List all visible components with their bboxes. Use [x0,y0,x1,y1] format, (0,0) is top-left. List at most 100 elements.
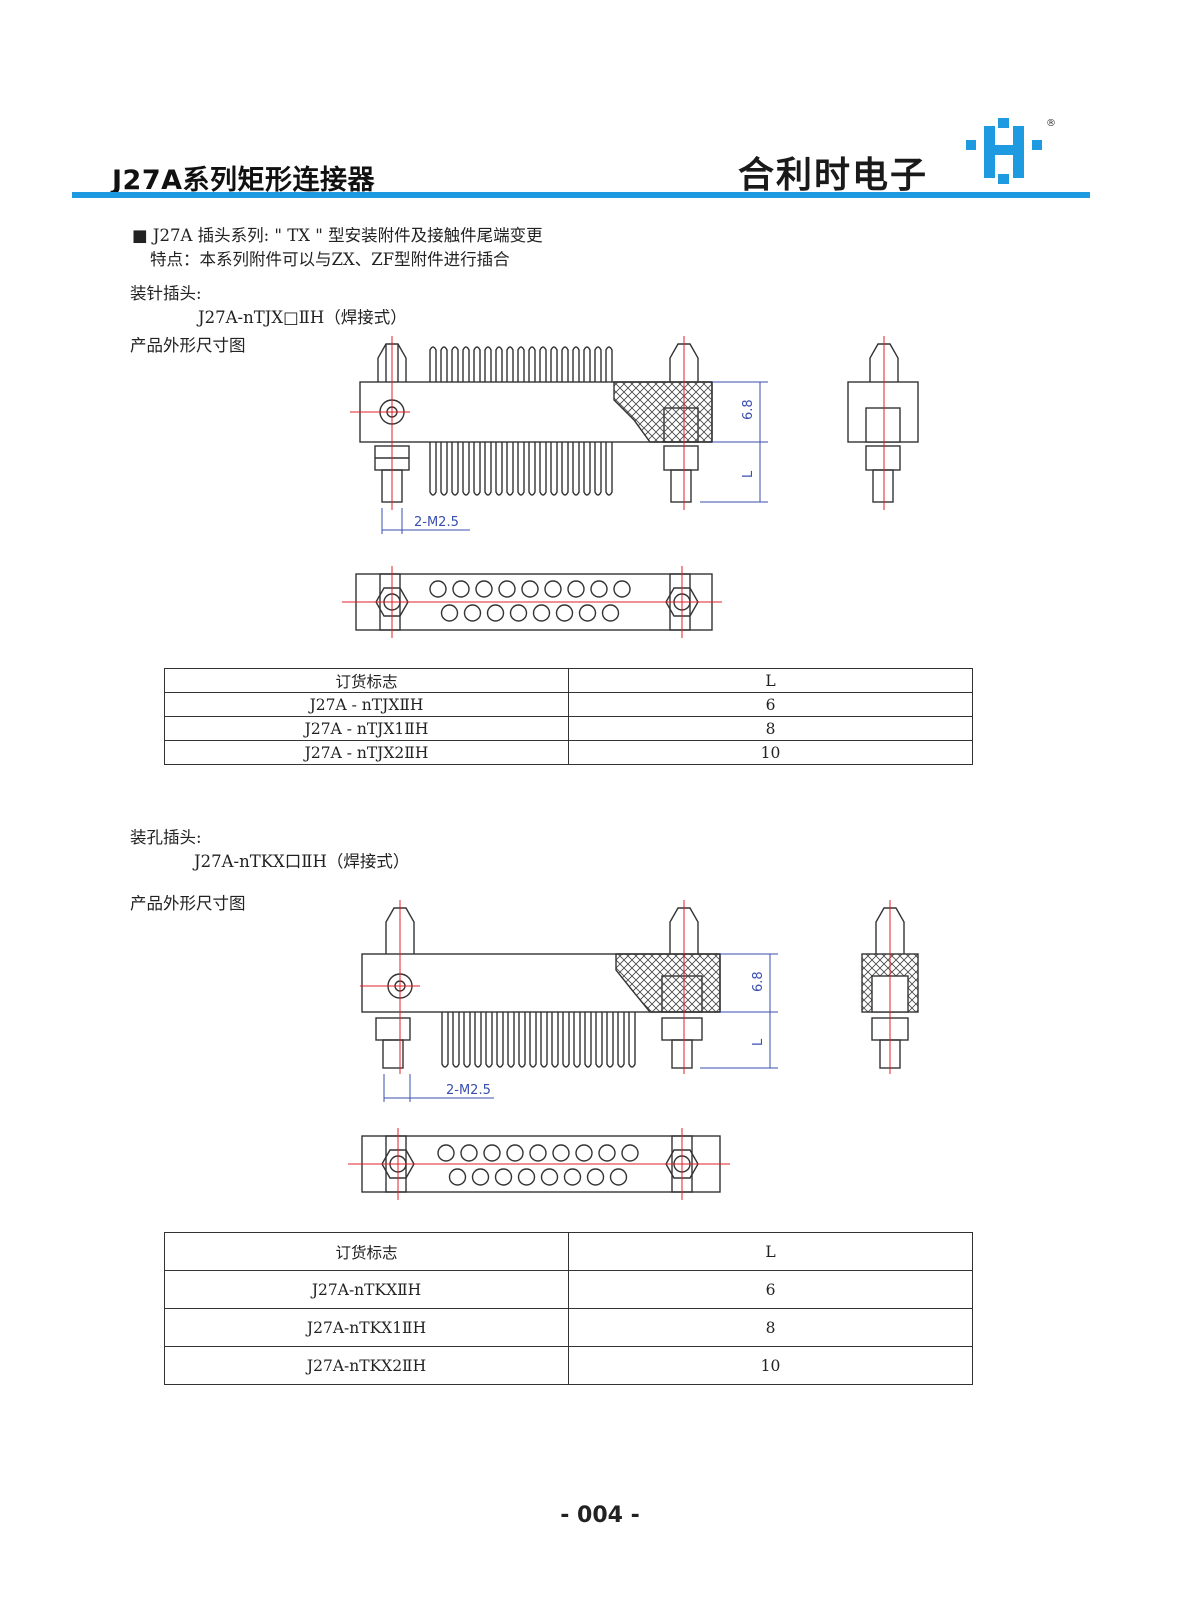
contact-tail [452,1012,460,1068]
series-title: J27A系列矩形连接器 [112,165,376,196]
intro-line-1: ■ J27A 插头系列: " TX " 型安装附件及接触件尾端变更 [132,222,543,246]
intro-line-1-text: J27A 插头系列: " TX " 型安装附件及接触件尾端变更 [147,226,543,245]
section1-model: J27A-nTJX□ⅡH（焊接式） [198,308,407,327]
contact-tail [562,1012,570,1068]
contact-hole [460,1144,478,1162]
l-value-cell: 6 [568,1270,973,1309]
l-value-cell: 8 [568,1308,973,1347]
contact-hole [532,604,551,622]
solder-pin [594,346,602,382]
table-header-row: 订货标志 L [164,668,973,693]
contact-hole [452,580,470,598]
contact-hole [555,604,574,622]
contact-hole [498,580,516,598]
contact-hole [598,1144,616,1162]
contact-hole [494,1168,513,1186]
contact-tail [551,1012,559,1068]
contact-hole [509,604,528,622]
contact-hole [429,580,447,598]
contact-hole [517,1168,536,1186]
solder-pin [583,346,591,382]
contact-tail [572,442,580,496]
contact-tail [463,1012,471,1068]
section2-order-table: 订货标志 L J27A-nTKXⅡH 6 J27A-nTKX1ⅡH 8 J27A… [164,1232,973,1385]
contact-tail [617,1012,625,1068]
contact-hole [586,1168,605,1186]
l-value-cell: 6 [568,692,973,717]
solder-pin [528,346,536,382]
dim-height-label: 6.8 [741,399,756,420]
contact-tail [429,442,437,496]
contact-tail [584,1012,592,1068]
contact-tail [495,442,503,496]
contact-hole [440,604,459,622]
table-row: J27A-nTKX2ⅡH 10 [164,1346,973,1385]
header-rule [72,192,1090,198]
contact-hole [540,1168,559,1186]
table-row: J27A - nTJX2ⅡH 10 [164,740,973,765]
contact-tail [506,442,514,496]
solder-pin [550,346,558,382]
solder-pin [451,346,459,382]
order-code-cell: J27A-nTKX1ⅡH [164,1308,569,1347]
dim-thread-label: 2-M2.5 [414,515,459,530]
contact-tail [606,1012,614,1068]
contact-tail [440,442,448,496]
page-number: - 004 - [560,1503,640,1528]
solder-pin [506,346,514,382]
table-header-row: 订货标志 L [164,1232,973,1271]
table-row: J27A-nTKXⅡH 6 [164,1270,973,1309]
registered-mark: ® [1046,118,1056,129]
contact-tail [595,1012,603,1068]
table-row: J27A-nTKX1ⅡH 8 [164,1308,973,1347]
contact-tail [474,1012,482,1068]
contact-hole [471,1168,490,1186]
contact-tail [484,442,492,496]
contact-hole [621,1144,639,1162]
dim-length-label: L [741,470,756,478]
solder-pin [484,346,492,382]
dim-thread-label: 2-M2.5 [446,1083,491,1098]
contact-hole [437,1144,455,1162]
col-header-l: L [568,668,973,693]
section1-drawing-label: 产品外形尺寸图 [130,336,246,355]
col-header-order-code: 订货标志 [164,1232,569,1271]
contact-hole [578,604,597,622]
contact-hole [506,1144,524,1162]
contact-hole [609,1168,628,1186]
contact-tail [485,1012,493,1068]
contact-tail [529,1012,537,1068]
contact-hole [563,1168,582,1186]
contact-hole [529,1144,547,1162]
dim-length-label: L [751,1038,766,1046]
contact-hole [475,580,493,598]
section2-drawing-label: 产品外形尺寸图 [130,894,246,913]
contact-hole [552,1144,570,1162]
solder-pin [539,346,547,382]
contact-hole [483,1144,501,1162]
contact-hole [486,604,505,622]
section1-drawing: 6.8 L 2-M2.5 [342,336,919,638]
contact-tail [507,1012,515,1068]
l-value-cell: 10 [568,740,973,765]
table-row: J27A - nTJX1ⅡH 8 [164,716,973,741]
contact-tail [561,442,569,496]
contact-hole [567,580,585,598]
solder-pin [462,346,470,382]
contact-tail [539,442,547,496]
contact-tail [518,1012,526,1068]
contact-tail [473,442,481,496]
contact-tail [462,442,470,496]
intro-line-2: 特点：本系列附件可以与ZX、ZF型附件进行插合 [150,250,510,269]
col-header-order-code: 订货标志 [164,668,569,693]
contact-hole [448,1168,467,1186]
order-code-cell: J27A-nTKX2ⅡH [164,1346,569,1385]
solder-pin [429,346,437,382]
col-header-l: L [568,1232,973,1271]
h-logo-icon: ® [966,118,1056,184]
dim-height-label: 6.8 [751,971,766,992]
section2-model: J27A-nTKX口ⅡH（焊接式） [194,852,410,871]
contact-tail [583,442,591,496]
solder-pin [572,346,580,382]
solder-pin [605,346,613,382]
